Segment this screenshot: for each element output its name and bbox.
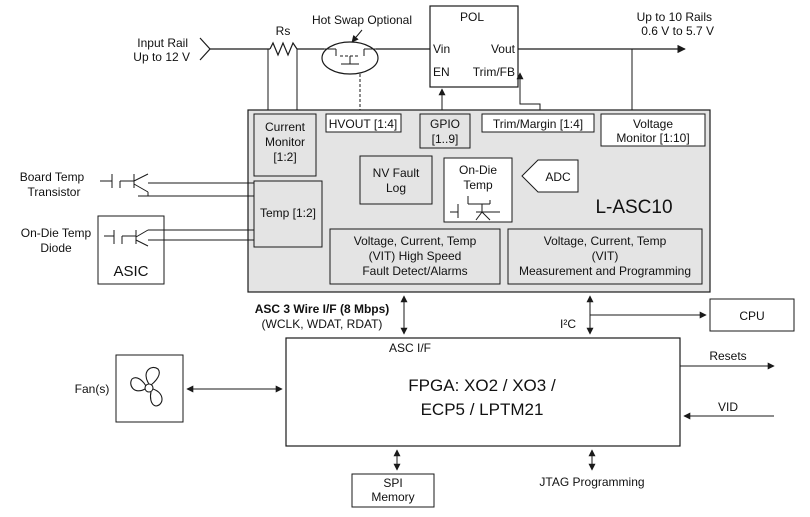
voltage-monitor-label: Voltage Monitor [1:10]: [616, 117, 689, 145]
voltage-monitor-box: [600, 113, 706, 147]
svg-text:NV Fault: NV Fault: [373, 166, 420, 180]
fpga-asc-if-label: ASC I/F: [389, 341, 431, 355]
svg-text:Up to 10 Rails: Up to 10 Rails: [637, 10, 712, 24]
svg-text:(VIT): (VIT): [592, 249, 619, 263]
svg-text:Voltage: Voltage: [633, 117, 673, 131]
svg-text:Vin: Vin: [433, 42, 450, 56]
svg-text:Fault Detect/Alarms: Fault Detect/Alarms: [362, 264, 467, 278]
vit-measure-label: Voltage, Current, Temp (VIT) Measurement…: [519, 234, 691, 278]
vit-fault-box: [329, 228, 501, 285]
gpio-label: GPIO [1..9]: [430, 117, 460, 146]
svg-text:Transistor: Transistor: [28, 185, 81, 199]
svg-text:Input Rail: Input Rail: [137, 36, 188, 50]
vid-label: VID: [718, 400, 738, 414]
svg-text:Measurement and Programming: Measurement and Programming: [519, 264, 691, 278]
gpio-box: [419, 113, 471, 149]
rs-resistor: [269, 41, 298, 57]
i2c-label: I²C: [560, 317, 576, 331]
hvout-label: HVOUT [1:4]: [329, 117, 397, 131]
asic-label: ASIC: [113, 263, 148, 280]
temp-box: [253, 180, 323, 248]
on-die-diode-label: On-Die Temp Diode: [21, 226, 92, 255]
on-die-transistor-symbol: [450, 196, 500, 221]
svg-text:ASC 3 Wire I/F (8 Mbps): ASC 3 Wire I/F (8 Mbps): [255, 302, 390, 316]
rs-label: Rs: [276, 24, 291, 38]
input-rail-label: Input Rail Up to 12 V: [133, 36, 190, 64]
hot-swap-fet-symbol: [324, 48, 376, 65]
nv-fault-log-label: NV Fault Log: [373, 166, 420, 195]
svg-text:Up to 12 V: Up to 12 V: [133, 50, 190, 64]
svg-text:Memory: Memory: [371, 490, 414, 504]
output-rails-label: Up to 10 Rails 0.6 V to 5.7 V: [637, 10, 714, 38]
svg-text:Monitor [1:10]: Monitor [1:10]: [616, 131, 689, 145]
svg-text:Trim/FB: Trim/FB: [473, 65, 515, 79]
fans-label: Fan(s): [75, 382, 110, 396]
lasc10-name: L-ASC10: [595, 197, 672, 218]
svg-text:Monitor: Monitor: [265, 135, 305, 149]
svg-text:Board Temp: Board Temp: [20, 170, 85, 184]
svg-text:Voltage, Current, Temp: Voltage, Current, Temp: [354, 234, 477, 248]
trim-margin-label: Trim/Margin [1:4]: [493, 117, 583, 131]
jtag-label: JTAG Programming: [539, 475, 644, 489]
svg-text:Log: Log: [386, 181, 406, 195]
svg-text:GPIO: GPIO: [430, 117, 460, 131]
svg-text:On-Die Temp: On-Die Temp: [21, 226, 92, 240]
svg-text:FPGA: XO2 / XO3 /: FPGA: XO2 / XO3 /: [408, 376, 556, 395]
fan-box: [115, 354, 184, 423]
svg-text:EN: EN: [433, 65, 450, 79]
svg-text:SPI: SPI: [383, 476, 402, 490]
svg-text:[1:2]: [1:2]: [273, 150, 296, 164]
pol-box: [429, 5, 519, 88]
cpu-box: [709, 298, 795, 332]
board-temp-label: Board Temp Transistor: [20, 170, 85, 199]
resets-label: Resets: [709, 349, 746, 363]
fan-icon: [130, 366, 163, 407]
svg-text:Diode: Diode: [40, 241, 72, 255]
adc-label: ADC: [545, 170, 571, 184]
asc-wire-label: ASC 3 Wire I/F (8 Mbps) (WCLK, WDAT, RDA…: [255, 302, 390, 331]
spi-memory-label: SPI Memory: [371, 476, 414, 504]
svg-text:(WCLK, WDAT, RDAT): (WCLK, WDAT, RDAT): [262, 317, 383, 331]
trim-fb-wire: [516, 72, 541, 110]
board-temp-transistor-symbol: [100, 173, 149, 196]
pol-labels: POL Vin Vout EN Trim/FB: [433, 10, 516, 79]
adc-block: [521, 159, 579, 193]
current-monitor-label: Current Monitor [1:2]: [265, 120, 306, 164]
svg-text:0.6 V to 5.7 V: 0.6 V to 5.7 V: [641, 24, 714, 38]
svg-text:(VIT) High Speed: (VIT) High Speed: [369, 249, 462, 263]
hot-swap-pointer: [351, 29, 363, 43]
vit-fault-label: Voltage, Current, Temp (VIT) High Speed …: [354, 234, 477, 278]
current-monitor-box: [253, 113, 317, 177]
spi-memory-box: [351, 473, 435, 508]
hot-swap-fet-outline: [321, 41, 379, 75]
temp-label: Temp [1:2]: [260, 206, 316, 220]
svg-text:Voltage, Current, Temp: Voltage, Current, Temp: [544, 234, 667, 248]
asic-box: [97, 215, 165, 285]
vit-measure-box: [507, 228, 703, 285]
input-rail-chevron: [199, 37, 211, 61]
fpga-box: [285, 337, 681, 447]
svg-text:ECP5 / LPTM21: ECP5 / LPTM21: [421, 400, 544, 419]
hvout-box: [325, 113, 402, 133]
svg-text:Current: Current: [265, 120, 306, 134]
on-die-temp-label: On-Die Temp: [459, 163, 497, 192]
svg-text:[1..9]: [1..9]: [432, 132, 459, 146]
fpga-name: FPGA: XO2 / XO3 / ECP5 / LPTM21: [408, 376, 556, 419]
svg-text:Vout: Vout: [491, 42, 516, 56]
on-die-diode-symbol: [104, 229, 149, 247]
svg-text:Temp: Temp: [463, 178, 493, 192]
cpu-label: CPU: [739, 309, 764, 323]
svg-text:On-Die: On-Die: [459, 163, 497, 177]
nv-fault-log-box: [359, 155, 433, 205]
trim-margin-box: [481, 113, 595, 133]
on-die-temp-box: [443, 157, 513, 223]
hot-swap-label: Hot Swap Optional: [312, 13, 412, 27]
svg-text:POL: POL: [460, 10, 484, 24]
